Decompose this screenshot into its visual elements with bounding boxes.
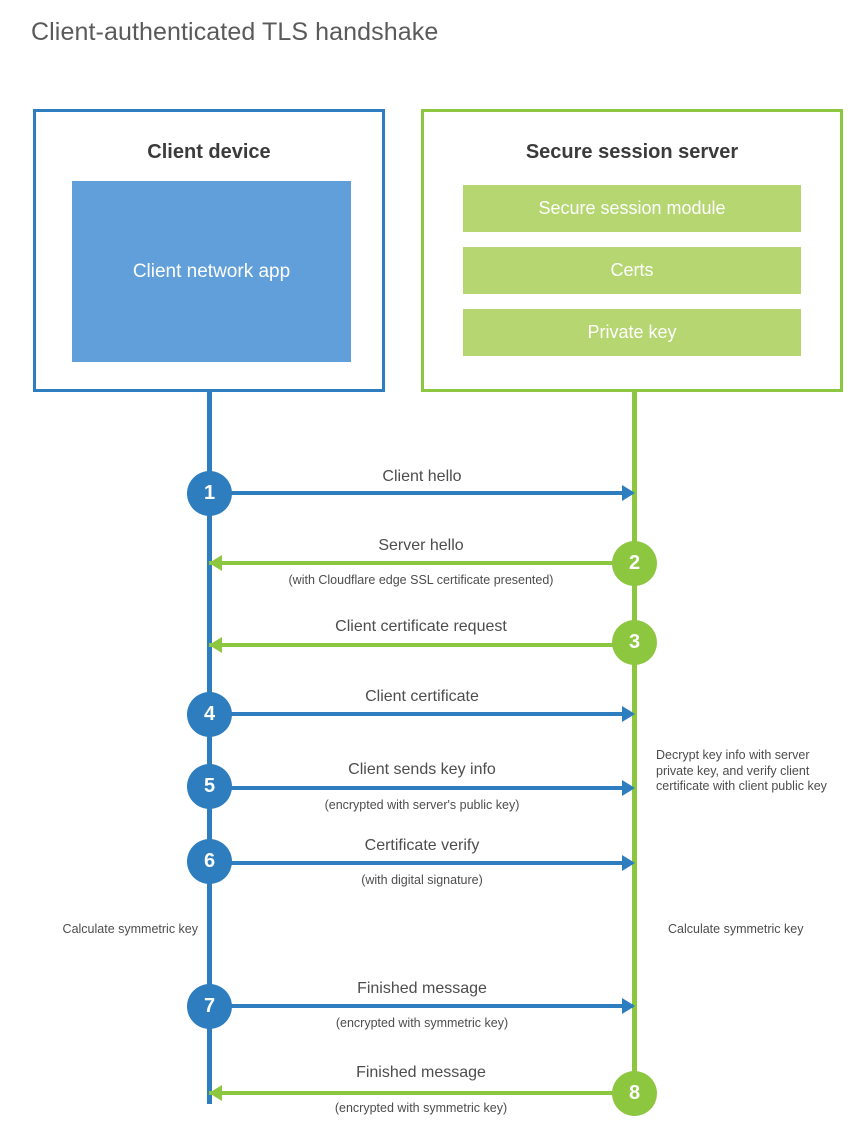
step-5-arrow-head-icon xyxy=(622,780,635,796)
step-4-arrow-line xyxy=(209,712,625,716)
server-item-private-key: Private key xyxy=(463,309,801,356)
step-3-label: Client certificate request xyxy=(335,618,507,635)
step-1-label: Client hello xyxy=(382,468,462,485)
step-1-circle: 1 xyxy=(187,471,232,516)
client-device-box: Client device Client network app xyxy=(33,109,385,392)
secure-session-server-box: Secure session server Secure session mod… xyxy=(421,109,843,392)
step-8-sublabel: (encrypted with symmetric key) xyxy=(334,1101,508,1115)
secure-session-server-title: Secure session server xyxy=(525,141,739,163)
step-3-arrow-line xyxy=(209,643,633,647)
server-item-secure-session-module: Secure session module xyxy=(463,185,801,232)
step-7-sublabel: (encrypted with symmetric key) xyxy=(335,1016,509,1030)
step-1-arrow-line xyxy=(209,491,625,495)
step-7-arrow-head-icon xyxy=(622,998,635,1014)
step-8-arrow-line xyxy=(209,1091,633,1095)
step-2-arrow-line xyxy=(209,561,633,565)
step-4-circle: 4 xyxy=(187,692,232,737)
step-5-circle: 5 xyxy=(187,764,232,809)
step-4-arrow-head-icon xyxy=(622,706,635,722)
step-6-arrow-line xyxy=(209,861,625,865)
step-4-label: Client certificate xyxy=(365,688,479,705)
step-8-circle: 8 xyxy=(612,1071,657,1116)
step-2-circle: 2 xyxy=(612,541,657,586)
step-7-label: Finished message xyxy=(357,980,487,997)
step-7-circle: 7 xyxy=(187,984,232,1029)
step-6-sublabel: (with digital signature) xyxy=(361,873,483,887)
note-calculate-symmetric-key-client: Calculate symmetric key xyxy=(62,922,198,936)
step-2-label: Server hello xyxy=(378,537,464,554)
step-6-circle: 6 xyxy=(187,839,232,884)
server-lifeline xyxy=(632,392,637,1093)
step-5-arrow-line xyxy=(209,786,625,790)
server-item-certs: Certs xyxy=(463,247,801,294)
step-3-circle: 3 xyxy=(612,620,657,665)
step-2-arrow-head-icon xyxy=(209,555,222,571)
step-3-arrow-head-icon xyxy=(209,637,222,653)
step-5-label: Client sends key info xyxy=(348,761,496,778)
step-7-arrow-line xyxy=(209,1004,633,1008)
step-1-arrow-head-icon xyxy=(622,485,635,501)
client-lifeline xyxy=(207,392,212,1104)
client-device-title: Client device xyxy=(147,141,271,163)
client-network-app-block: Client network app xyxy=(72,181,351,362)
note-calculate-symmetric-key-server: Calculate symmetric key xyxy=(668,922,804,936)
step-8-label: Finished message xyxy=(356,1064,486,1081)
step-6-arrow-head-icon xyxy=(622,855,635,871)
note-decrypt-key-info: Decrypt key info with server private key… xyxy=(656,748,827,793)
step-5-sublabel: (encrypted with server's public key) xyxy=(324,798,520,812)
step-2-sublabel: (with Cloudflare edge SSL certificate pr… xyxy=(288,573,554,587)
step-6-label: Certificate verify xyxy=(364,837,480,854)
page-title: Client-authenticated TLS handshake xyxy=(31,18,439,46)
step-8-arrow-head-icon xyxy=(209,1085,222,1101)
